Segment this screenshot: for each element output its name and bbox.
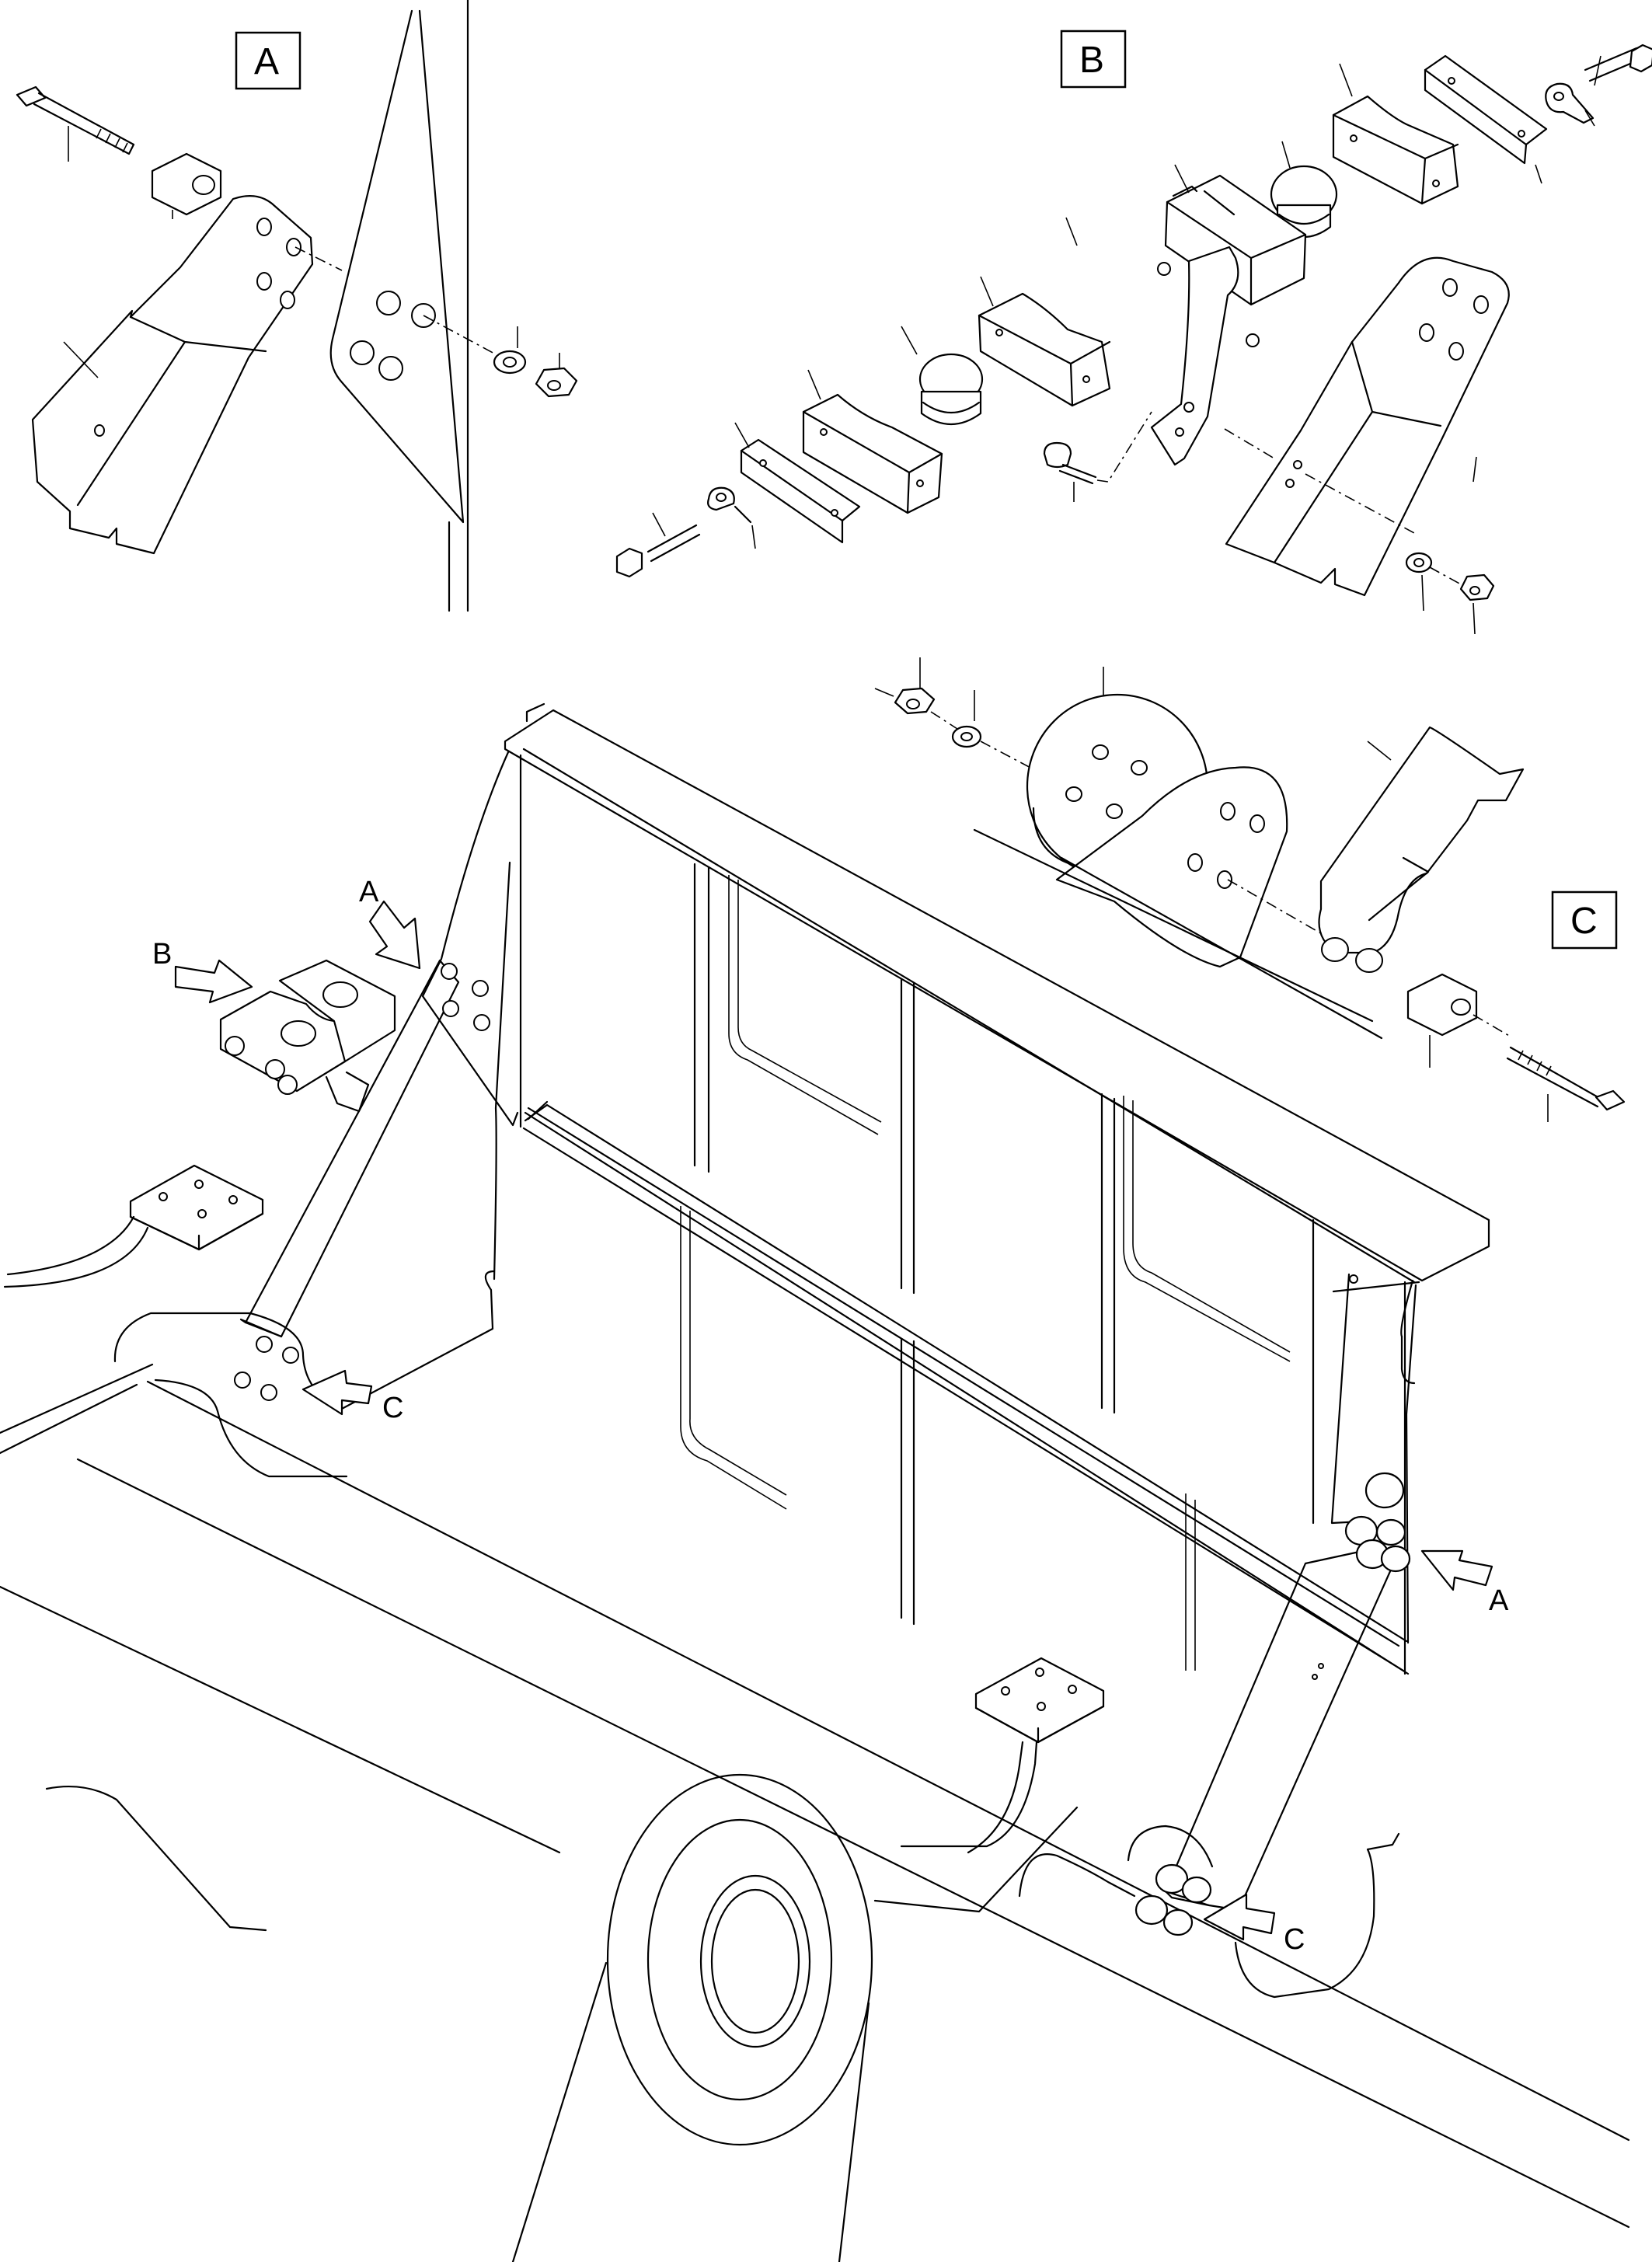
detail-c-bolt: [1506, 1046, 1626, 1122]
detail-b-label: B: [1079, 40, 1104, 81]
arrow-a-right: A: [1420, 1549, 1509, 1617]
detail-b-plug-lower: [901, 326, 984, 426]
detail-a-washer-nut: [493, 326, 578, 398]
detail-c-spacer: [1406, 973, 1511, 1068]
detail-a-bolt: [16, 85, 135, 162]
detail-b-clamp-lower: [978, 276, 1111, 407]
detail-c-label: C: [1570, 901, 1598, 942]
arrow-a-right-label: A: [1489, 1584, 1509, 1617]
detail-a-label: A: [254, 41, 279, 82]
detail-b-clamp-upper: [1332, 63, 1459, 205]
detail-a-frame: [329, 0, 497, 612]
detail-a-spacer: [151, 152, 222, 219]
detail-a-plate: [31, 195, 343, 555]
detail-c-box: [1551, 891, 1618, 950]
arrow-a-left: A: [359, 876, 421, 970]
arrow-c-right: C: [1203, 1893, 1305, 1956]
main-assembly: [0, 702, 1630, 2262]
detail-c-plate: [973, 766, 1383, 1040]
detail-c-bracket-tip: [1318, 726, 1525, 973]
detail-b-right-bracket: [1224, 256, 1510, 597]
detail-b-washer-nut: [1405, 552, 1495, 635]
arrow-c-right-label: C: [1284, 1923, 1305, 1956]
detail-b-bolt-lower: [615, 486, 756, 578]
detail-b-bolt-right: [1545, 44, 1652, 127]
detail-c-nut-washer: [874, 657, 1034, 770]
arrow-c-left: C: [301, 1369, 403, 1424]
arrow-b-left-label: B: [152, 938, 172, 971]
callout-arrows: B A C A C: [152, 876, 1509, 1956]
arrow-c-left-label: C: [382, 1392, 403, 1424]
detail-b-plate-top: [1424, 54, 1548, 184]
detail-b-screw: [1043, 411, 1152, 502]
detail-b-block-lower: [802, 369, 943, 514]
detail-b-middle-block: [1065, 164, 1307, 347]
arrow-a-left-label: A: [359, 876, 379, 908]
right-bottom-bolts: [1134, 1863, 1212, 1936]
right-top-bolts: [1344, 1472, 1411, 1573]
detail-a-box: [235, 31, 301, 90]
wheel-outer: [606, 1773, 873, 2146]
detail-b: B: [615, 30, 1652, 635]
detail-b-box: [1060, 30, 1127, 89]
arrow-b-left: B: [152, 938, 253, 1004]
detail-b-bracket: [1150, 246, 1239, 466]
detail-c: C: [874, 657, 1626, 1122]
detail-a: A: [16, 0, 578, 612]
detail-b-plate-lower: [734, 422, 861, 544]
